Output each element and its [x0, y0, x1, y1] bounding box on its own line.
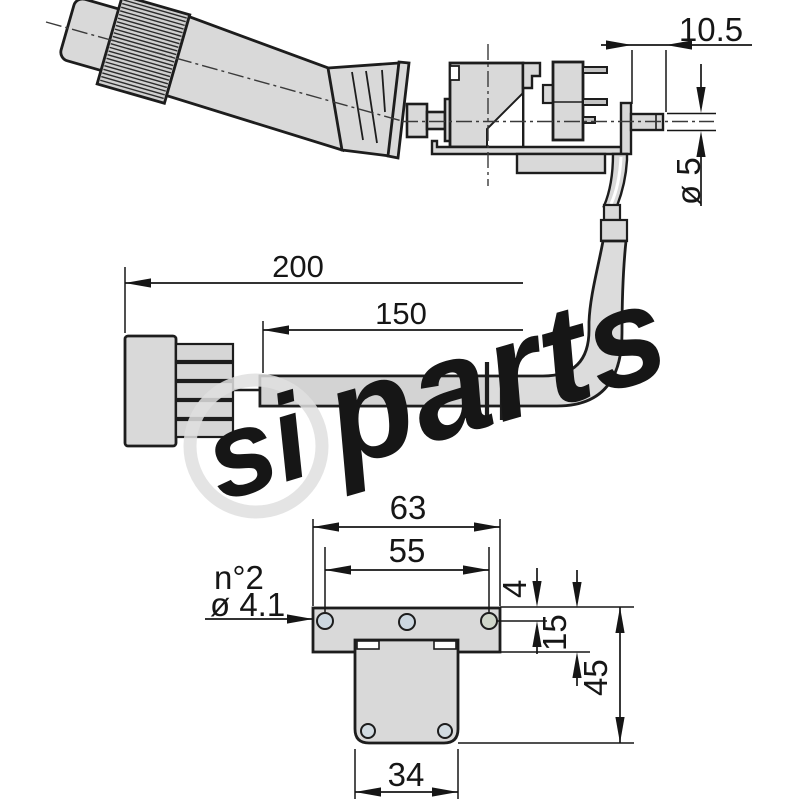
- dim-cable-length-label: 150: [375, 296, 427, 331]
- dim-overall-height-label: 45: [577, 659, 614, 696]
- dim-plate-height-label: 15: [536, 614, 573, 651]
- dim-hole-offset-label: 4: [496, 580, 533, 598]
- dim-pin-protrusion-label: 10.5: [679, 11, 743, 48]
- watermark-circle: [183, 373, 329, 519]
- bracket-gusset: [602, 152, 629, 208]
- centerlines: [45, 21, 714, 186]
- box-notch-right: [433, 640, 457, 650]
- cable-clamp-small: [602, 203, 622, 222]
- box-hole-left: [360, 723, 376, 739]
- cable-clamp: [599, 218, 629, 243]
- dim-overall-length-label: 200: [272, 249, 324, 284]
- stalk-lever: [59, 0, 345, 153]
- dimension-arrows: [125, 40, 706, 797]
- body-notch: [449, 65, 460, 81]
- plate-hole-left: [316, 612, 334, 630]
- holes-note-line2: ø 4.1: [210, 586, 285, 623]
- box-hole-right: [437, 723, 453, 739]
- watermark: si parts: [183, 253, 684, 527]
- connector-nub: [541, 83, 555, 105]
- plate-hole-center: [398, 613, 416, 631]
- lever-end-plate: [386, 60, 411, 160]
- dim-pin-diameter-label: ø 5: [670, 157, 707, 205]
- holes-note-line1: n°2: [214, 559, 264, 596]
- plate-hole-right: [480, 612, 498, 630]
- dim-box-width-label: 34: [388, 756, 425, 793]
- shaft-collar-1: [405, 102, 429, 139]
- body-top-tab: [521, 61, 542, 90]
- lever-divider-line: [327, 67, 343, 151]
- bracket-flange: [619, 101, 633, 156]
- flare-rib-lines: [351, 69, 386, 144]
- dim-hole-spacing-label: 55: [389, 532, 426, 569]
- box-notch-left: [356, 640, 380, 650]
- shaft: [425, 110, 447, 131]
- terminal-block: [551, 60, 585, 142]
- dim-plate-width-label: 63: [390, 489, 427, 526]
- watermark-parts: parts: [304, 253, 684, 498]
- bottom-view-box: [353, 638, 460, 745]
- gusset-highlight: [609, 156, 623, 205]
- connector-housing: [123, 334, 178, 448]
- lower-housing: [515, 152, 607, 175]
- terminal-pins: [582, 66, 608, 124]
